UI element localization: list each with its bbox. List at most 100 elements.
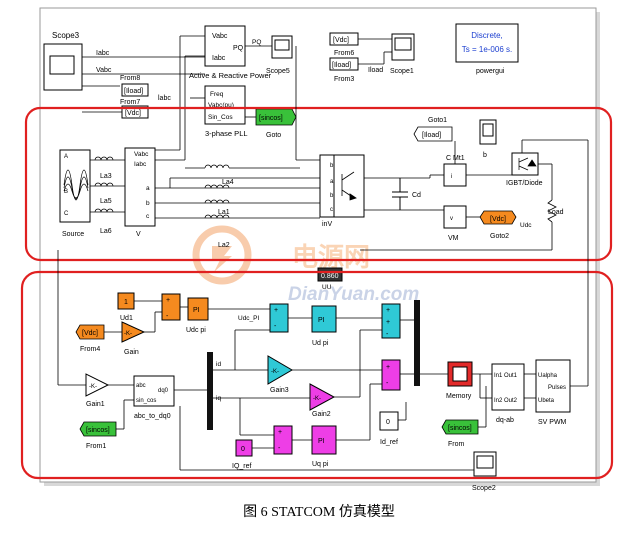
svg-text:Gain: Gain [124,349,139,356]
svg-text:id: id [216,361,221,368]
svg-text:Source: Source [62,231,84,238]
svg-text:From: From [448,441,465,448]
svg-text:[Iload]: [Iload] [422,132,441,139]
svg-text:Pulses: Pulses [548,385,566,391]
svg-text:Discrete,: Discrete, [471,31,503,40]
svg-text:a: a [330,179,334,185]
svg-text:+: + [386,364,390,371]
svg-text:In2 Out2: In2 Out2 [494,398,518,404]
scope3-label: Scope3 [52,31,80,40]
svg-text:In1 Out1: In1 Out1 [494,373,518,379]
abc-to-dq0-block [133,375,175,407]
svg-text:[sincos]: [sincos] [448,425,472,432]
svg-text:-: - [386,331,389,338]
svg-text:+: + [166,297,170,304]
svg-text:+: + [278,429,282,436]
active-reactive-power-block [204,25,246,67]
svg-text:[Vdc]: [Vdc] [125,110,141,117]
from1-sincos-block [79,421,117,437]
svg-text:+: + [386,319,390,326]
svg-text:iq: iq [216,395,221,402]
svg-text:Iload: Iload [368,67,383,74]
svg-text:Id_ref: Id_ref [380,439,398,446]
svg-text:[Vdc]: [Vdc] [490,216,506,223]
svg-text:[Vdc]: [Vdc] [82,330,98,337]
svg-text:3-phase PLL: 3-phase PLL [205,129,248,138]
svg-text:-K-: -K- [89,384,97,390]
svg-text:C: C [64,211,69,217]
svg-text:Scope1: Scope1 [390,68,414,75]
svg-text:inV: inV [322,221,332,228]
svg-text:Ud pi: Ud pi [312,340,329,347]
control-system-highlight [20,270,614,480]
svg-text:sin_cos: sin_cos [136,398,156,404]
sum-uq-out-block [381,359,401,391]
svg-text:Vabc: Vabc [96,67,112,74]
svg-text:UU: UU [322,284,332,291]
svg-text:abc_to_dq0: abc_to_dq0 [134,413,171,420]
svg-text:+: + [274,307,278,314]
svg-text:Udc_PI: Udc_PI [238,315,260,322]
svg-text:Ts = 1e-006 s.: Ts = 1e-006 s. [462,45,512,54]
svg-text:Udc pi: Udc pi [186,327,206,334]
sum-udc-block [161,293,181,321]
svg-text:abc: abc [136,383,146,389]
svg-text:1: 1 [124,299,128,306]
svg-text:Uq pi: Uq pi [312,461,329,468]
svg-text:Scope5: Scope5 [266,68,290,75]
svg-text:PI: PI [318,317,325,324]
svg-text:From6: From6 [334,50,354,57]
svg-text:b: b [330,193,334,199]
svg-text:-: - [166,313,169,320]
gain2-block [309,383,336,411]
svg-text:Gain2: Gain2 [312,411,331,418]
svg-text:V: V [136,231,141,238]
svg-text:Goto: Goto [266,132,281,139]
svg-text:La4: La4 [222,179,234,186]
svg-text:Gain3: Gain3 [270,387,289,394]
svg-text:[sincos]: [sincos] [86,427,110,434]
svg-text:A: A [64,154,68,160]
svg-text:Scope2: Scope2 [472,485,496,492]
svg-text:Iabc: Iabc [212,55,226,62]
from4-vdc-block [75,324,105,340]
svg-text:Vabc(pu): Vabc(pu) [208,102,234,109]
ud-pi-block [311,305,337,333]
svg-text:PI: PI [318,438,325,445]
powergui-block [455,23,519,63]
svg-text:b: b [483,152,487,159]
svg-text:Goto2: Goto2 [490,233,509,240]
svg-text:[Vdc]: [Vdc] [333,37,349,44]
svg-text:-: - [386,380,389,387]
svg-text:Cd: Cd [412,192,421,199]
svg-text:PI: PI [193,307,200,314]
svg-text:0: 0 [386,419,390,426]
svg-text:La2: La2 [218,242,230,249]
capacitor-cd [392,178,408,210]
mux-bus [414,300,420,386]
goto1-block [413,126,453,142]
svg-text:PQ: PQ [252,39,261,46]
svg-text:Sin_Cos: Sin_Cos [208,114,233,121]
source-block [59,149,91,223]
svg-text:La5: La5 [100,198,112,205]
svg-text:Memory: Memory [446,393,472,400]
svg-text:c: c [330,207,333,213]
svg-text:La6: La6 [100,228,112,235]
gain-block [121,321,146,343]
svg-text:From3: From3 [334,76,354,83]
dq-ab-block [491,363,525,411]
svg-text:labc: labc [158,95,171,102]
svg-text:-K-: -K- [313,396,321,402]
svg-text:Udc: Udc [520,222,532,229]
svg-text:VM: VM [448,235,459,242]
svg-text:Goto1: Goto1 [428,117,447,124]
sum-q-block [273,425,293,455]
svg-text:Ualpha: Ualpha [538,373,558,379]
watermark-brand-cn: 电源网 [292,242,370,272]
svg-text:Iabc: Iabc [96,50,110,57]
svg-text:IGBT/Diode: IGBT/Diode [506,180,543,187]
svg-text:From4: From4 [80,346,100,353]
svg-text:From7: From7 [120,99,140,106]
svg-text:-K-: -K- [271,369,279,375]
